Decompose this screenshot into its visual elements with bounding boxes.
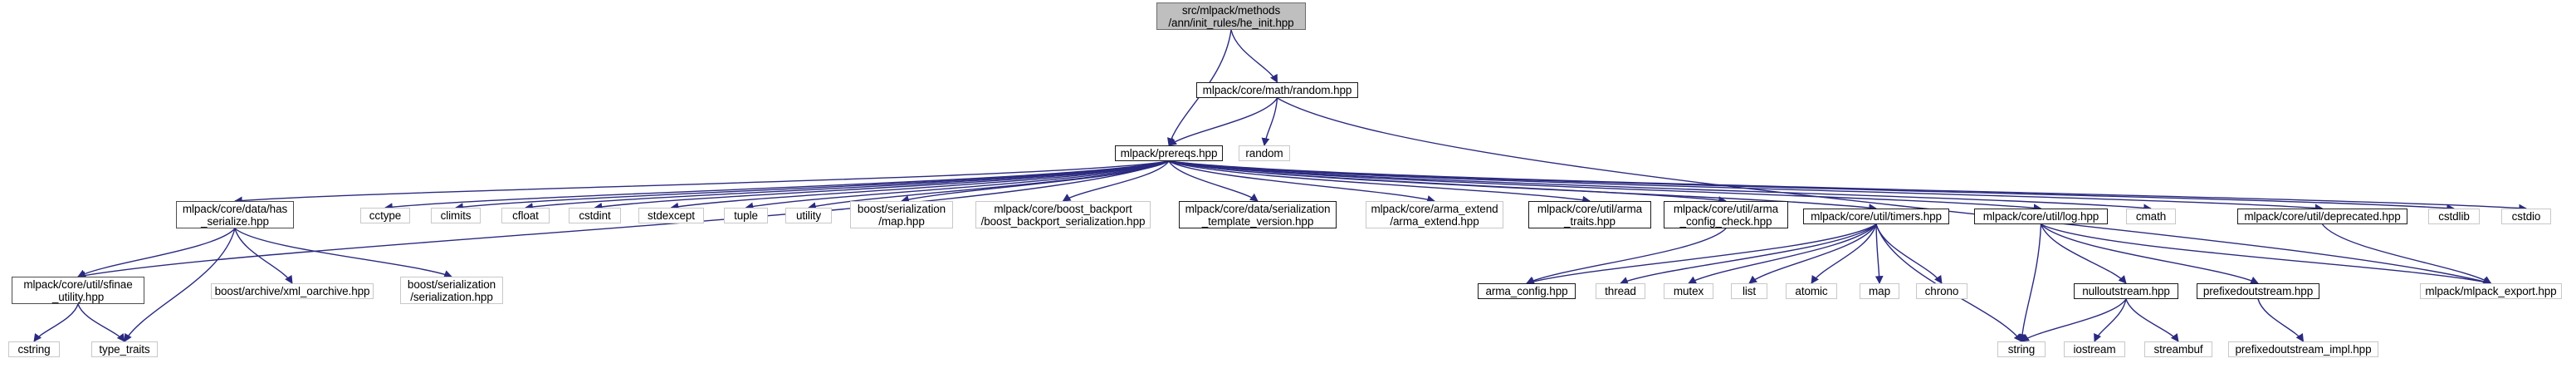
graph-edge-nulloutstream-to-iostream	[2094, 298, 2127, 342]
graph-edge-prereqs-to-cstdlib	[1168, 160, 2455, 213]
graph-edge-arma_config_check-to-arma_config	[1526, 228, 1727, 284]
graph-node-sfinae_utility[interactable]: mlpack/core/util/sfinae _utility.hpp	[12, 277, 144, 304]
graph-node-stdexcept[interactable]: stdexcept	[638, 208, 704, 223]
graph-node-cstdint[interactable]: cstdint	[569, 208, 621, 223]
graph-edge-random_hpp-to-random	[1261, 97, 1278, 146]
graph-edge-timers-to-list	[1748, 223, 1877, 284]
graph-node-cstdio[interactable]: cstdio	[2501, 209, 2551, 224]
graph-node-atomic[interactable]: atomic	[1786, 283, 1837, 299]
graph-node-timers[interactable]: mlpack/core/util/timers.hpp	[1803, 209, 1949, 224]
graph-edge-sfinae_utility-to-type_traits	[77, 303, 125, 342]
graph-edge-has_serialize-to-xml_oarchive	[234, 228, 293, 284]
graph-edge-prereqs-to-ser_template_ver	[1168, 160, 1259, 202]
graph-edge-nulloutstream-to-string	[2021, 298, 2127, 342]
graph-node-list[interactable]: list	[1731, 283, 1767, 299]
graph-node-thread[interactable]: thread	[1596, 283, 1645, 299]
graph-edge-timers-to-map	[1875, 223, 1884, 284]
graph-edge-timers-to-mutex	[1688, 223, 1877, 284]
graph-edge-timers-to-chrono	[1875, 223, 1943, 284]
graph-edge-prereqs-to-arma_config_check	[1168, 160, 1727, 204]
graph-node-mutex[interactable]: mutex	[1664, 283, 1713, 299]
graph-node-deprecated[interactable]: mlpack/core/util/deprecated.hpp	[2237, 209, 2407, 224]
graph-node-boost_ser_map[interactable]: boost/serialization /map.hpp	[850, 201, 953, 228]
graph-edge-sfinae_utility-to-cstring	[33, 303, 79, 342]
graph-node-cstdlib[interactable]: cstdlib	[2428, 209, 2480, 224]
graph-edge-log_hpp-to-string	[2018, 223, 2042, 342]
graph-node-tuple[interactable]: tuple	[724, 208, 768, 223]
graph-edge-prefixedoutstream-to-prefixed_impl	[2257, 298, 2305, 342]
graph-node-has_serialize[interactable]: mlpack/core/data/has _serialize.hpp	[176, 201, 294, 228]
graph-node-type_traits[interactable]: type_traits	[91, 341, 158, 357]
graph-edge-deprecated-to-mlpack_export	[2321, 223, 2492, 284]
graph-node-ser_template_ver[interactable]: mlpack/core/data/serialization _template…	[1179, 201, 1337, 228]
graph-edge-prereqs-to-has_serialize	[234, 160, 1170, 205]
graph-edge-timers-to-thread	[1620, 223, 1877, 285]
graph-node-arma_config[interactable]: arma_config.hpp	[1478, 283, 1576, 299]
graph-edge-he_init-to-random_hpp	[1230, 29, 1278, 83]
graph-edge-log_hpp-to-mlpack_export	[2041, 223, 2492, 286]
graph-node-random[interactable]: random	[1239, 145, 1290, 161]
graph-node-prefixed_impl[interactable]: prefixedoutstream_impl.hpp	[2228, 341, 2378, 357]
graph-node-boost_backport[interactable]: mlpack/core/boost_backport /boost_backpo…	[975, 201, 1151, 228]
graph-edge-has_serialize-to-boost_ser_ser	[234, 228, 452, 278]
graph-node-prereqs[interactable]: mlpack/prereqs.hpp	[1115, 145, 1223, 161]
graph-node-chrono[interactable]: chrono	[1916, 283, 1967, 299]
graph-edge-log_hpp-to-nulloutstream	[2040, 223, 2127, 284]
graph-edge-prereqs-to-arma_traits	[1168, 160, 1591, 204]
graph-edge-prereqs-to-boost_backport	[1062, 160, 1170, 202]
graph-node-climits[interactable]: climits	[431, 208, 481, 223]
graph-node-arma_extend[interactable]: mlpack/core/arma_extend /arma_extend.hpp	[1366, 201, 1503, 228]
graph-edge-prereqs-to-arma_extend	[1168, 160, 1435, 204]
graph-node-random_hpp[interactable]: mlpack/core/math/random.hpp	[1196, 82, 1358, 98]
graph-node-log_hpp[interactable]: mlpack/core/util/log.hpp	[1974, 209, 2108, 224]
graph-node-map[interactable]: map	[1860, 283, 1899, 299]
graph-node-cfloat[interactable]: cfloat	[501, 208, 550, 223]
graph-edge-prereqs-to-boost_ser_map	[901, 160, 1170, 204]
graph-node-string[interactable]: string	[1997, 341, 2046, 357]
graph-node-mlpack_export[interactable]: mlpack/mlpack_export.hpp	[2420, 283, 2562, 299]
graph-node-arma_config_check[interactable]: mlpack/core/util/arma _config_check.hpp	[1664, 201, 1788, 228]
graph-edge-log_hpp-to-prefixedoutstream	[2041, 223, 2259, 284]
graph-edge-nulloutstream-to-streambuf	[2125, 298, 2179, 342]
graph-node-iostream[interactable]: iostream	[2064, 341, 2125, 357]
graph-node-prefixedoutstream[interactable]: prefixedoutstream.hpp	[2197, 283, 2319, 299]
graph-node-he_init[interactable]: src/mlpack/methods /ann/init_rules/he_in…	[1156, 2, 1306, 30]
graph-node-nulloutstream[interactable]: nulloutstream.hpp	[2074, 283, 2178, 299]
graph-node-arma_traits[interactable]: mlpack/core/util/arma _traits.hpp	[1528, 201, 1651, 228]
graph-node-utility[interactable]: utility	[785, 208, 832, 223]
graph-edge-has_serialize-to-sfinae_utility	[77, 228, 236, 277]
graph-edge-timers-to-atomic	[1811, 223, 1877, 284]
graph-node-xml_oarchive[interactable]: boost/archive/xml_oarchive.hpp	[211, 283, 374, 299]
graph-node-cmath[interactable]: cmath	[2126, 209, 2176, 224]
graph-edge-timers-to-arma_config	[1526, 223, 1877, 286]
graph-node-cctype[interactable]: cctype	[360, 208, 410, 223]
graph-node-streambuf[interactable]: streambuf	[2144, 341, 2212, 357]
graph-node-boost_ser_ser[interactable]: boost/serialization /serialization.hpp	[400, 277, 503, 304]
graph-edge-random_hpp-to-mlpack_export	[1277, 97, 2492, 286]
graph-node-cstring[interactable]: cstring	[8, 341, 60, 357]
graph-edge-random_hpp-to-prereqs	[1168, 97, 1278, 146]
